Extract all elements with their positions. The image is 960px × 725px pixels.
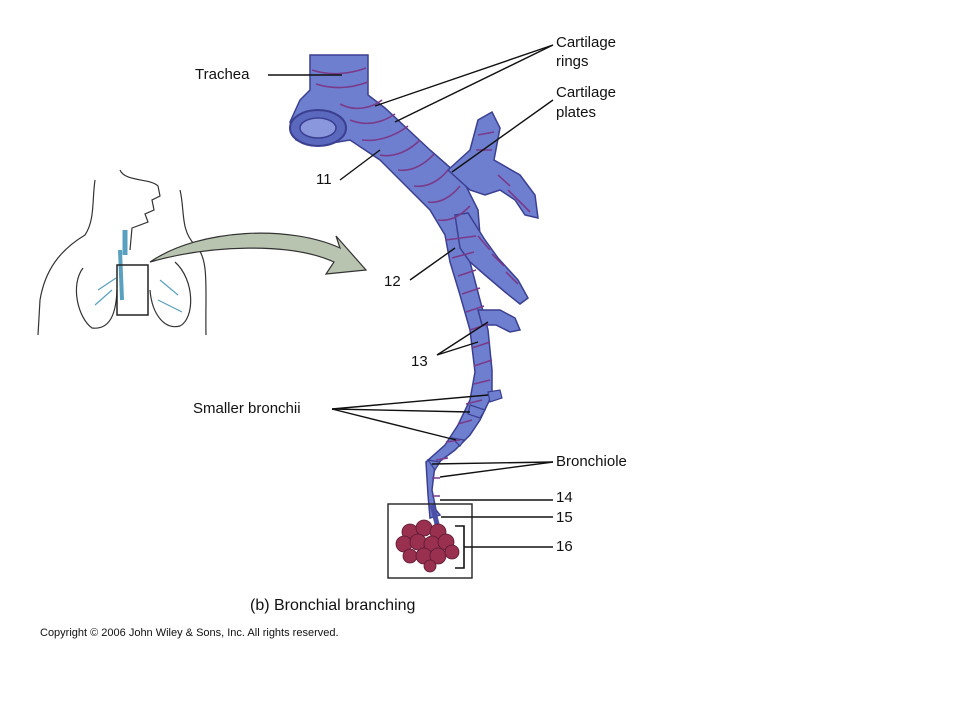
torso-inset-illustration	[37, 169, 207, 336]
leader-lines	[268, 44, 554, 548]
copyright-notice: Copyright © 2006 John Wiley & Sons, Inc.…	[40, 627, 339, 639]
bronchial-tree	[289, 54, 539, 529]
label-15: 15	[556, 509, 573, 526]
figure-caption: (b) Bronchial branching	[250, 597, 416, 614]
cartilage-ring-lines	[311, 67, 531, 497]
upper-lobe-branch	[446, 110, 539, 219]
label-cartilage-plates-line2: plates	[556, 104, 597, 121]
alveolar-sac-cluster	[395, 519, 460, 573]
label-cartilage-plates-line1: Cartilage	[556, 84, 617, 101]
label-11: 11	[316, 171, 332, 188]
label-bronchiole: Bronchiole	[556, 453, 627, 470]
label-smaller-bronchii: Smaller bronchii	[193, 400, 301, 417]
label-trachea: Trachea	[195, 66, 250, 83]
label-cartilage-rings-line2: rings	[556, 53, 589, 70]
label-12: 12	[384, 273, 401, 290]
inset-pointer-arrow	[149, 232, 368, 275]
label-16: 16	[556, 538, 573, 555]
trachea-tube	[289, 54, 493, 519]
alveoli-inset-box	[387, 503, 473, 579]
label-14: 14	[556, 489, 573, 506]
label-cartilage-rings-line1: Cartilage	[556, 34, 617, 51]
label-13: 13	[411, 353, 428, 370]
small-bronchi-twigs	[426, 389, 503, 472]
